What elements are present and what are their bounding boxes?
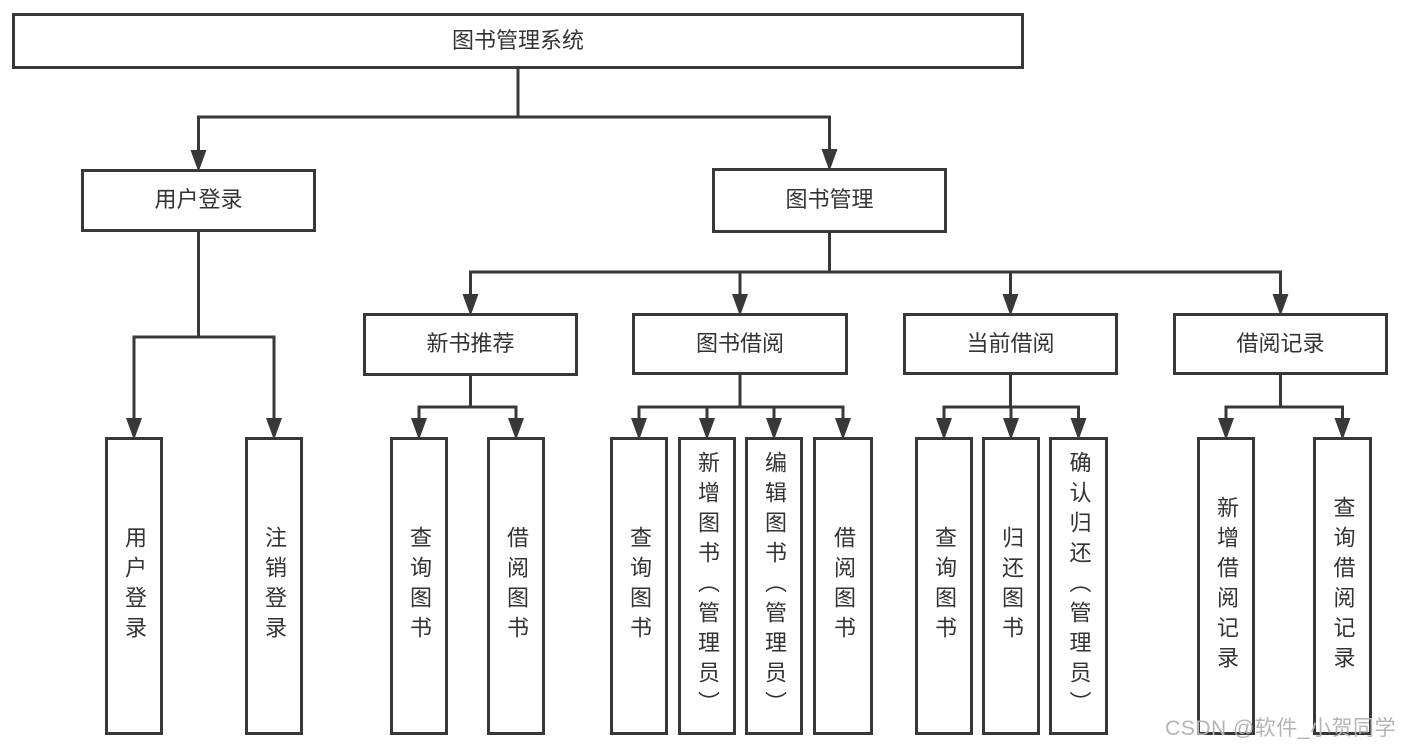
node-label-login-op: 用户登录 [122,526,147,646]
node-cb-confirm: 确认归还（管理员） [1049,437,1108,735]
node-bb-borrow: 借阅图书 [813,437,873,735]
arrowhead-icon [1070,418,1087,440]
node-label-br-add: 新增借阅记录 [1214,496,1239,676]
node-book-borrow: 图书借阅 [632,313,848,375]
arrowhead-icon [821,149,838,171]
node-logout-op: 注销登录 [245,437,303,735]
node-label-cb-query: 查询图书 [932,526,957,646]
node-label-bb-edit: 编辑图书（管理员） [762,451,787,721]
arrowhead-icon [766,418,782,440]
node-bb-edit: 编辑图书（管理员） [745,437,803,735]
node-bb-add: 新增图书（管理员） [678,437,736,735]
arrowhead-icon [835,418,851,440]
node-label-bb-borrow: 借阅图书 [831,526,856,646]
node-current-borrow: 当前借阅 [903,313,1118,375]
node-user-login: 用户登录 [81,169,316,232]
node-label-book-borrow: 图书借阅 [695,330,784,356]
node-cb-return: 归还图书 [982,437,1040,735]
arrowhead-icon [126,418,142,440]
node-label-nb-borrow: 借阅图书 [504,526,529,646]
node-label-user-login: 用户登录 [154,187,243,213]
node-bb-query: 查询图书 [610,437,668,735]
node-label-current-borrow: 当前借阅 [966,330,1055,356]
arrowhead-icon [699,418,715,440]
node-root: 图书管理系统 [12,13,1024,69]
node-new-book: 新书推荐 [363,313,578,376]
node-borrow-record: 借阅记录 [1173,313,1388,375]
node-label-book-mgmt: 图书管理 [785,187,874,213]
arrowhead-icon [190,150,207,172]
arrowhead-icon [1003,418,1019,440]
node-br-add: 新增借阅记录 [1197,437,1255,735]
node-nb-query: 查询图书 [390,437,448,735]
arrowhead-icon [936,418,952,440]
arrowhead-icon [732,294,748,316]
node-label-cb-return: 归还图书 [999,526,1024,646]
node-label-root: 图书管理系统 [451,27,584,53]
arrowhead-icon [1218,418,1234,440]
node-label-cb-confirm: 确认归还（管理员） [1066,451,1092,721]
arrowhead-icon [1272,294,1289,316]
node-label-bb-add: 新增图书（管理员） [695,451,720,721]
arrowhead-icon [411,418,427,440]
node-label-borrow-record: 借阅记录 [1236,330,1325,356]
node-label-new-book: 新书推荐 [426,331,515,357]
arrowhead-icon [1334,418,1351,440]
node-label-br-query: 查询借阅记录 [1330,496,1356,676]
arrowhead-icon [1002,294,1019,316]
node-br-query: 查询借阅记录 [1313,437,1372,735]
node-book-mgmt: 图书管理 [712,168,947,233]
watermark-text: CSDN @软件_小贺同学 [1165,717,1396,740]
node-login-op: 用户登录 [105,437,163,735]
node-label-nb-query: 查询图书 [407,526,432,646]
arrowhead-icon [462,294,479,316]
arrowhead-icon [266,418,282,440]
node-nb-borrow: 借阅图书 [487,437,545,735]
node-cb-query: 查询图书 [915,437,973,735]
arrowhead-icon [508,418,524,440]
node-label-bb-query: 查询图书 [627,526,652,646]
arrowhead-icon [631,418,647,440]
node-label-logout-op: 注销登录 [262,526,287,646]
